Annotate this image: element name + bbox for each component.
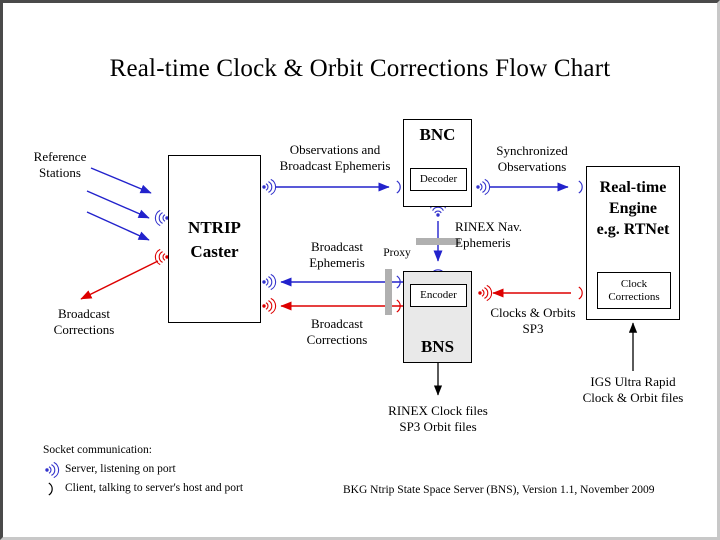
- server-socket-icon-caster-obs: [154, 209, 169, 227]
- label-synchronized-observations: Synchronized Observations: [496, 143, 568, 174]
- label-igs-ultra-rapid: IGS Ultra Rapid Clock & Orbit files: [582, 374, 684, 405]
- client-socket-icon-engine-obs: [578, 180, 583, 194]
- server-socket-icon-bns-in: [478, 284, 493, 302]
- reference-stations-label: Reference Stations: [33, 149, 87, 180]
- bns-title: BNS: [420, 337, 455, 356]
- legend-heading: Socket communication:: [43, 441, 243, 460]
- proxy-bar-vertical: [385, 269, 392, 315]
- label-broadcast-corrections-mid: Broadcast Corrections: [306, 316, 368, 347]
- legend-item-server: Server, listening on port: [43, 460, 243, 479]
- clock-corrections-box[interactable]: Clock Corrections: [597, 272, 671, 309]
- connector-layer: [80, 167, 638, 396]
- client-socket-icon-engine-out: [578, 286, 583, 300]
- server-socket-icon-obs-out: [262, 178, 277, 196]
- server-socket-icon-caster-beph: [262, 273, 277, 291]
- server-socket-icon-caster-corr: [154, 248, 169, 266]
- server-socket-icon-bnc-out: [476, 178, 491, 196]
- legend-item-client: Client, talking to server's host and por…: [43, 479, 243, 498]
- node-real-time-engine[interactable]: Real-time Engine e.g. RTNet Clock Correc…: [586, 166, 680, 320]
- bnc-title: BNC: [419, 125, 456, 144]
- ntrip-caster-label: NTRIP Caster: [188, 218, 241, 261]
- legend-heading-text: Socket communication:: [43, 444, 152, 456]
- legend-client-text: Client, talking to server's host and por…: [65, 482, 244, 494]
- label-rinex-nav-ephemeris: RINEX Nav. Ephemeris: [455, 219, 523, 250]
- rt-engine-title: Real-time Engine e.g. RTNet: [596, 179, 670, 238]
- label-proxy: Proxy: [383, 247, 411, 259]
- label-clocks-orbits-sp3: Clocks & Orbits SP3: [490, 305, 576, 336]
- legend: Socket communication: Server, listening …: [43, 441, 243, 498]
- page-title: Real-time Clock & Orbit Corrections Flow…: [109, 55, 611, 82]
- label-broadcast-ephemeris: Broadcast Ephemeris: [309, 239, 365, 270]
- node-ntrip-caster[interactable]: NTRIP Caster: [168, 155, 261, 323]
- server-socket-icon: [43, 460, 63, 479]
- arrow-reference-stations-to-caster: [86, 167, 152, 241]
- bns-encoder-box[interactable]: Encoder: [410, 284, 467, 307]
- bnc-decoder-box[interactable]: Decoder: [410, 168, 467, 191]
- label-broadcast-corrections-left: Broadcast Corrections: [53, 306, 115, 337]
- label-rinex-clock-sp3-files: RINEX Clock files SP3 Orbit files: [388, 403, 488, 434]
- legend-server-text: Server, listening on port: [65, 463, 176, 475]
- label-observations-broadcast-ephemeris: Observations and Broadcast Ephemeris: [279, 142, 391, 173]
- footer-note: BKG Ntrip State Space Server (BNS), Vers…: [343, 484, 655, 496]
- client-socket-icon: [43, 479, 63, 498]
- arrow-caster-to-broadcast-corrections: [80, 260, 159, 300]
- node-bns[interactable]: Encoder BNS: [403, 271, 472, 363]
- server-socket-icon-caster-bcorr: [262, 297, 277, 315]
- node-bnc[interactable]: BNC Decoder: [403, 119, 472, 207]
- client-socket-icon-bnc-obs: [396, 180, 401, 194]
- proxy-bar-horizontal: [416, 238, 460, 245]
